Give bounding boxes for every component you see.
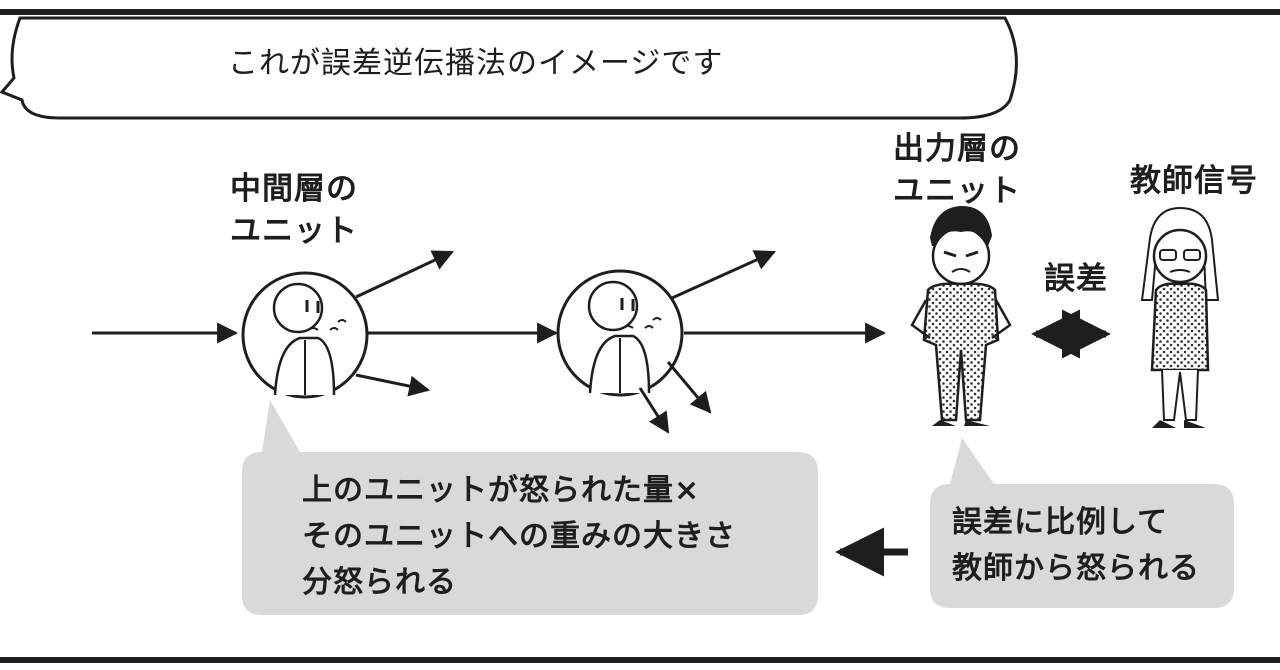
output-unit-label: 出力層の ユニット (893, 128, 1021, 212)
hidden-unit-2 (556, 269, 684, 397)
arrow-unit1-up (355, 250, 454, 299)
person-head-icon (587, 280, 639, 332)
arrow-unit1-down (355, 373, 431, 397)
person-head-icon (1152, 228, 1208, 284)
error-label: 誤差 (1044, 261, 1108, 297)
hidden-note-text: 上のユニットが怒られた量× そのユニットへの重みの大きさ 分怒られる (302, 468, 736, 606)
output-note-text: 誤差に比例して 教師から怒られる (952, 500, 1200, 592)
person-head-icon (931, 226, 991, 286)
teacher-character (1140, 206, 1220, 428)
output-note-line-1: 誤差に比例して (952, 505, 1169, 540)
hidden-note-line-3: 分怒られる (302, 565, 457, 600)
network-arrows (92, 250, 887, 434)
output-note-box (930, 438, 1234, 608)
arrow-unit2-up (671, 250, 776, 300)
hidden-note-line-1: 上のユニットが怒られた量× (302, 473, 701, 508)
arrow-unit2-down-b (666, 361, 712, 414)
person-head-icon (272, 282, 324, 334)
hidden-note-box (242, 400, 818, 615)
hidden-note-line-2: そのユニットへの重みの大きさ (302, 519, 736, 554)
hidden-unit-label-line-2: ユニット (230, 213, 358, 249)
hidden-unit-1 (241, 271, 369, 399)
hidden-unit-label-line-1: 中間層の (230, 171, 358, 207)
teacher-signal-label: 教師信号 (1130, 163, 1258, 199)
speech-bubble (0, 16, 1018, 120)
output-note-line-2: 教師から怒られる (952, 551, 1200, 586)
arrow-unit2-down-a (638, 387, 670, 434)
output-unit-character (910, 205, 1012, 426)
speech-bubble-text: これが誤差逆伝播法のイメージです (228, 46, 724, 81)
output-unit-label-line-2: ユニット (893, 173, 1021, 209)
glasses-icon (1159, 249, 1177, 261)
hidden-unit-label: 中間層の ユニット (230, 168, 358, 252)
output-unit-label-line-1: 出力層の (893, 131, 1021, 167)
